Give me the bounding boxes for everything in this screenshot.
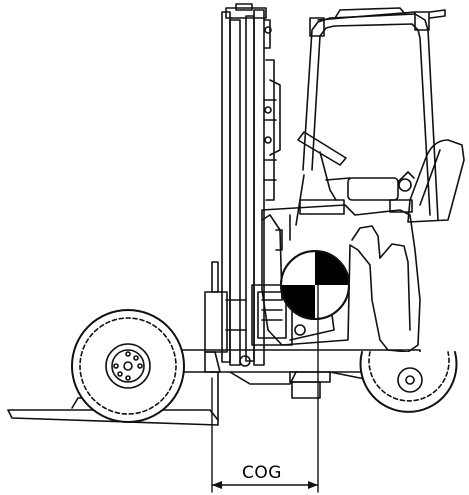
cog-dimension-label: COG — [242, 463, 282, 483]
front-wheel — [71, 309, 185, 423]
chassis-body — [261, 199, 421, 353]
steering-wheel — [297, 131, 351, 201]
operator-seat — [347, 139, 465, 223]
cog-symbol — [280, 250, 350, 320]
mast — [221, 3, 283, 366]
rear-wheel — [359, 351, 458, 413]
cog-dimension — [211, 284, 319, 493]
fork-tine — [204, 351, 221, 373]
overhead-guard — [295, 7, 446, 226]
